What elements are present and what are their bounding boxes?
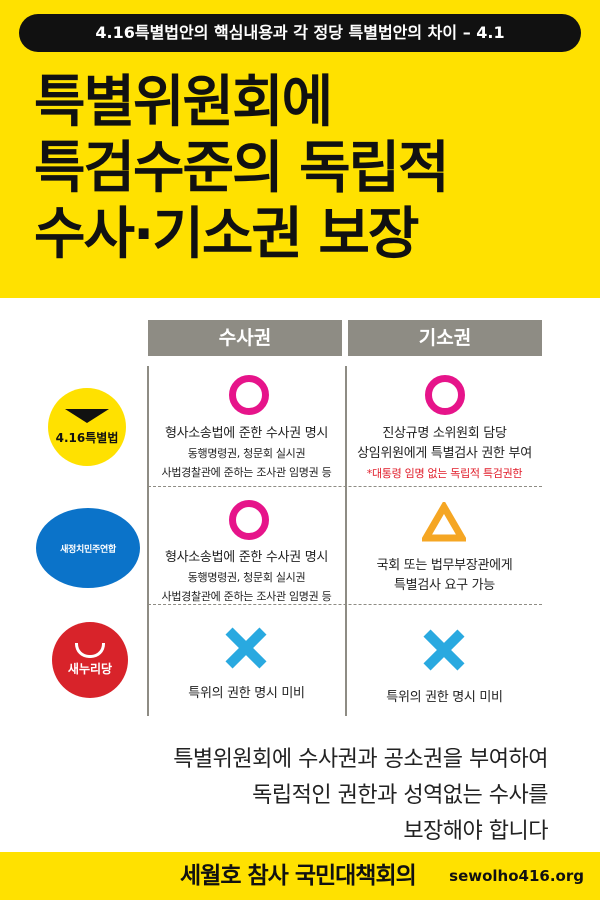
cell-main-text: 형사소송법에 준한 수사권 명시 [164, 550, 329, 565]
cell-main-text: 특별검사 요구 가능 [394, 578, 495, 593]
row-divider-1 [148, 486, 542, 487]
smile-icon [75, 643, 105, 658]
organization-name: 세월호 참사 국민대책회의 [180, 863, 417, 889]
logo-label-npad: 새정치민주연합 [60, 544, 116, 555]
row-divider-2 [148, 604, 542, 605]
top-banner: 4.16특별법안의 핵심내용과 각 정당 특별법안의 차이 – 4.1 특별위원… [0, 0, 600, 298]
x-mark-icon [226, 628, 266, 668]
boat-icon [65, 408, 109, 423]
npad-party-logo: 새정치민주연합 [36, 508, 140, 588]
headline-line-3: 수사·기소권 보장 [34, 202, 419, 267]
row3-investigation-cell: 특위의 권한 명시 미비 [148, 684, 345, 704]
logo-label-saenuri: 새누리당 [67, 662, 113, 676]
column-header-prosecution: 기소권 [348, 320, 542, 356]
website-url: sewolho416.org [449, 867, 584, 885]
row2-investigation-cell: 형사소송법에 준한 수사권 명시 동행명령권, 청문회 실시권 사법경찰관에 준… [148, 548, 345, 606]
cell-main-text: 국회 또는 법무부장관에게 [376, 558, 513, 573]
column-divider-left [147, 366, 149, 716]
cell-main-text: 특위의 권한 명시 미비 [188, 686, 305, 701]
headline-line-1: 특별위원회에 [34, 70, 333, 135]
triangle-mark-icon [422, 502, 466, 542]
cell-sub-text: 동행명령권, 청문회 실시권 [187, 571, 306, 584]
cell-main-text: 진상규명 소위원회 담당 [382, 426, 507, 441]
circle-mark-icon [425, 375, 465, 415]
closing-message: 특별위원회에 수사권과 공소권을 부여하여 독립적인 권한과 성역없는 수사를 … [173, 742, 548, 850]
row1-investigation-cell: 형사소송법에 준한 수사권 명시 동행명령권, 청문회 실시권 사법경찰관에 준… [148, 424, 345, 482]
saenuri-party-logo: 새누리당 [52, 622, 128, 698]
circle-mark-icon [229, 375, 269, 415]
cell-sub-text: 사법경찰관에 준하는 조사관 임명권 등 [161, 590, 332, 603]
footer-bar: 세월호 참사 국민대책회의 sewolho416.org [0, 852, 600, 900]
row1-prosecution-cell: 진상규명 소위원회 담당 상임위원에게 특별검사 권한 부여 *대통령 임명 없… [347, 424, 542, 483]
x-mark-icon [424, 630, 464, 670]
cell-note-text: *대통령 임명 없는 독립적 특검권한 [366, 467, 523, 480]
row3-prosecution-cell: 특위의 권한 명시 미비 [347, 688, 542, 708]
sewol-special-act-logo: 4.16특별법 [48, 388, 126, 466]
cell-main-text: 형사소송법에 준한 수사권 명시 [164, 426, 329, 441]
cell-main-text: 특위의 권한 명시 미비 [386, 690, 503, 705]
headline-line-2: 특검수준의 독립적 [34, 136, 450, 201]
column-header-investigation: 수사권 [148, 320, 342, 356]
circle-mark-icon [229, 500, 269, 540]
message-line-1: 특별위원회에 수사권과 공소권을 부여하여 [173, 747, 548, 772]
row2-prosecution-cell: 국회 또는 법무부장관에게 특별검사 요구 가능 [347, 556, 542, 596]
message-line-2: 독립적인 권한과 성역없는 수사를 [252, 783, 548, 808]
message-line-3: 보장해야 합니다 [403, 819, 548, 844]
headline: 특별위원회에 특검수준의 독립적 수사·기소권 보장 [34, 70, 574, 268]
column-divider-middle [345, 366, 347, 716]
cell-sub-text: 사법경찰관에 준하는 조사관 임명권 등 [161, 466, 332, 479]
cell-sub-text: 동행명령권, 청문회 실시권 [187, 447, 306, 460]
logo-label-416: 4.16특별법 [55, 430, 119, 445]
cell-main-text: 상임위원에게 특별검사 권한 부여 [357, 446, 532, 461]
subtitle-pill: 4.16특별법안의 핵심내용과 각 정당 특별법안의 차이 – 4.1 [19, 14, 581, 52]
